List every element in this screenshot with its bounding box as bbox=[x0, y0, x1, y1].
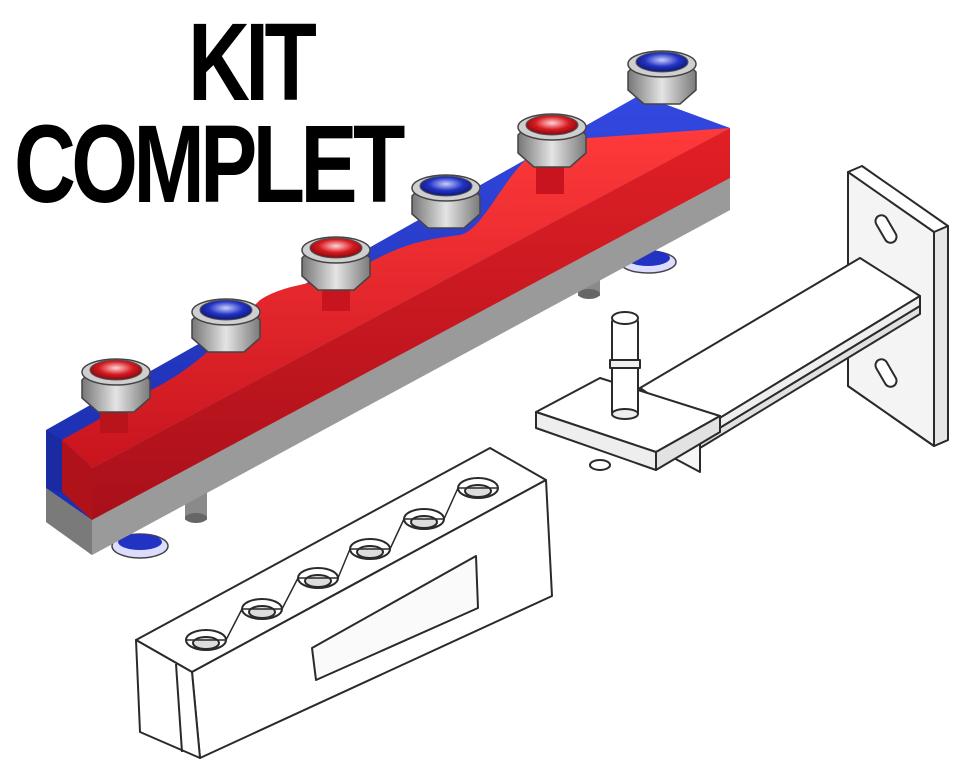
insulation-shell-icon bbox=[135, 447, 553, 759]
connector-4 bbox=[411, 174, 481, 229]
manifold-icon bbox=[46, 50, 730, 559]
kit-title: KIT COMPLET bbox=[0, 8, 440, 220]
connector-5 bbox=[517, 113, 587, 194]
connector-6 bbox=[627, 50, 697, 105]
wall-bracket-icon bbox=[535, 165, 949, 473]
title-line-2: COMPLET bbox=[14, 103, 405, 226]
connector-2 bbox=[191, 298, 261, 353]
title-line-1: KIT bbox=[188, 1, 317, 124]
connector-1 bbox=[81, 358, 151, 433]
connector-3 bbox=[301, 236, 371, 311]
